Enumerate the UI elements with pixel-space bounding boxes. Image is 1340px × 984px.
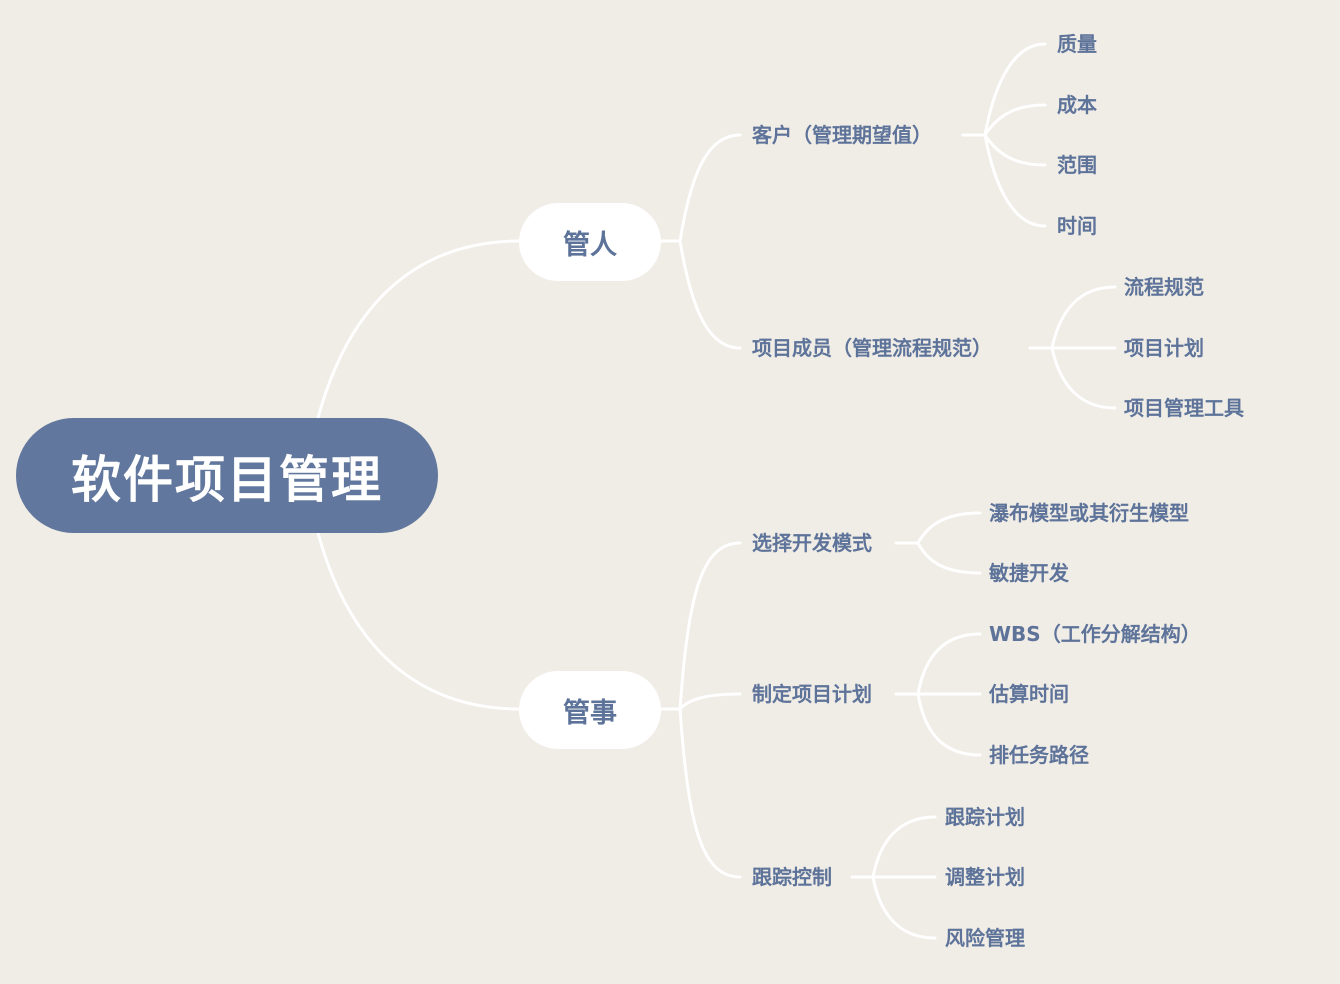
subtopic-make-plan[interactable]: 制定项目计划 xyxy=(752,682,872,706)
branch-manage-things[interactable]: 管事 xyxy=(519,671,661,749)
leaf-risk-management[interactable]: 风险管理 xyxy=(945,926,1025,950)
leaf-pm-tools[interactable]: 项目管理工具 xyxy=(1124,396,1244,420)
subtopic-dev-model[interactable]: 选择开发模式 xyxy=(752,531,872,555)
leaf-track-plan[interactable]: 跟踪计划 xyxy=(945,805,1025,829)
leaf-estimate-time[interactable]: 估算时间 xyxy=(989,682,1069,706)
leaf-process-standards[interactable]: 流程规范 xyxy=(1124,275,1204,299)
leaf-cost[interactable]: 成本 xyxy=(1057,93,1097,117)
leaf-time[interactable]: 时间 xyxy=(1057,214,1097,238)
subtopic-customer[interactable]: 客户（管理期望值） xyxy=(752,123,932,147)
subtopic-team-members[interactable]: 项目成员（管理流程规范） xyxy=(752,336,992,360)
leaf-project-plan[interactable]: 项目计划 xyxy=(1124,336,1204,360)
branch-manage-people[interactable]: 管人 xyxy=(519,203,661,281)
root-topic[interactable]: 软件项目管理 xyxy=(16,418,438,533)
leaf-wbs[interactable]: WBS（工作分解结构） xyxy=(989,622,1201,646)
leaf-task-path[interactable]: 排任务路径 xyxy=(989,743,1089,767)
leaf-agile[interactable]: 敏捷开发 xyxy=(989,561,1069,585)
leaf-quality[interactable]: 质量 xyxy=(1057,32,1097,56)
subtopic-tracking[interactable]: 跟踪控制 xyxy=(752,865,832,889)
leaf-waterfall[interactable]: 瀑布模型或其衍生模型 xyxy=(989,501,1189,525)
leaf-scope[interactable]: 范围 xyxy=(1057,153,1097,177)
leaf-adjust-plan[interactable]: 调整计划 xyxy=(945,865,1025,889)
